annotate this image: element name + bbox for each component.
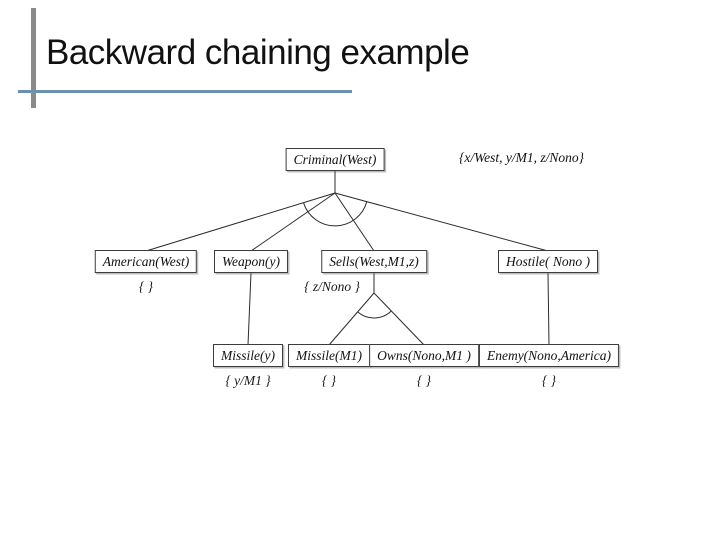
- node-owns: Owns(Nono,M1 ): [369, 344, 479, 367]
- node-weapon: Weapon(y): [214, 250, 288, 273]
- node-american: American(West): [94, 250, 198, 273]
- page-title: Backward chaining example: [46, 33, 470, 72]
- and-arc: [303, 201, 368, 227]
- tree-edge: [334, 192, 375, 252]
- title-underline: [18, 90, 352, 93]
- node-missile_y: Missile(y): [213, 344, 283, 367]
- substitution-enemy: { }: [541, 373, 557, 388]
- substitution-american: { }: [138, 279, 154, 294]
- title-accent-bar: [31, 8, 36, 108]
- node-missile_m1: Missile(M1): [288, 344, 370, 367]
- node-enemy: Enemy(Nono,America): [478, 344, 620, 367]
- tree-edge: [145, 192, 336, 252]
- substitution-sells: { z/Nono }: [304, 279, 360, 294]
- tree-edge: [250, 192, 336, 252]
- and-arc: [357, 310, 392, 319]
- unifier-annotation: {x/West, y/M1, z/Nono}: [459, 150, 585, 165]
- tree-edge: [328, 292, 375, 346]
- substitution-missile_m1: { }: [321, 373, 337, 388]
- tree-edge: [373, 292, 425, 346]
- substitution-owns: { }: [416, 373, 432, 388]
- node-hostile: Hostile( Nono ): [498, 250, 598, 273]
- node-sells: Sells(West,M1,z): [321, 250, 427, 273]
- tree-edge: [547, 272, 550, 346]
- tree-edge: [334, 192, 549, 252]
- tree-edge: [247, 272, 252, 346]
- node-criminal: Criminal(West): [285, 148, 385, 171]
- substitution-missile_y: { y/M1 }: [225, 373, 271, 388]
